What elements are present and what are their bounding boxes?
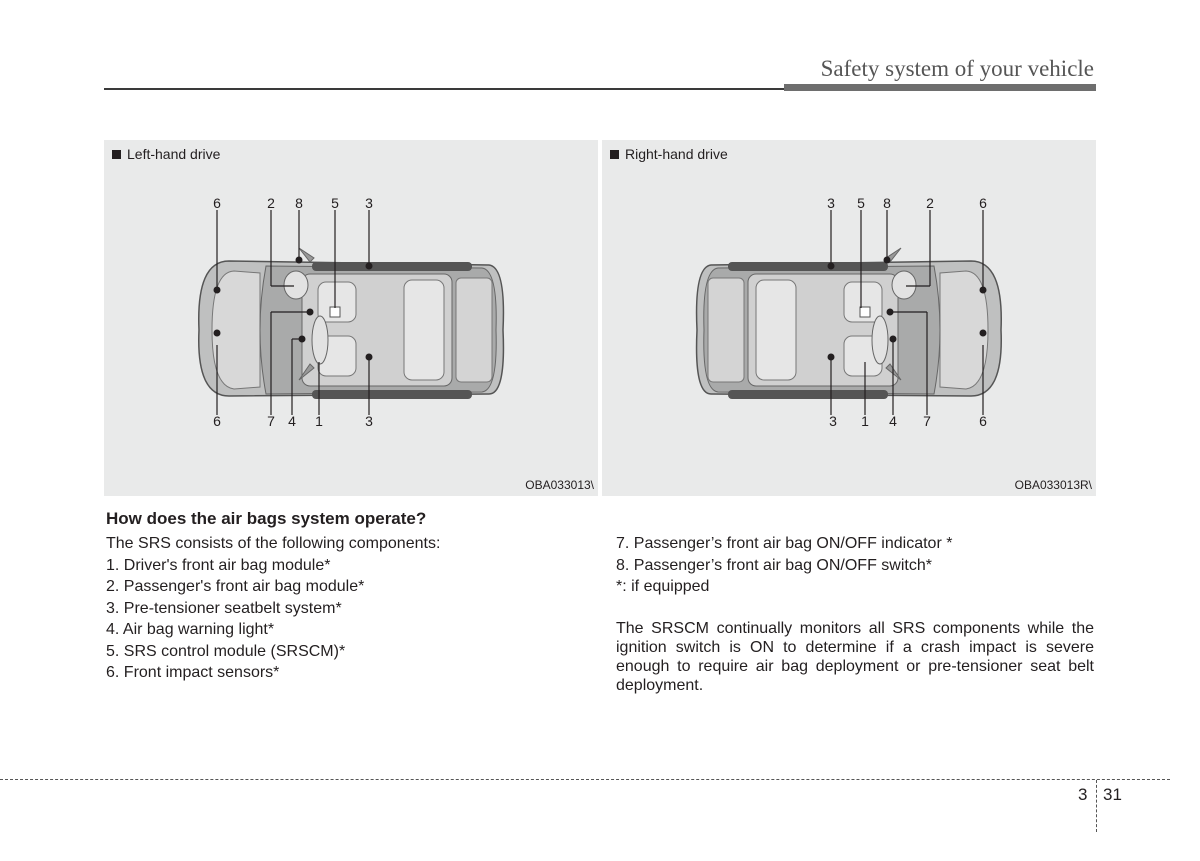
callout-label: 2 <box>926 195 934 211</box>
figure-code: OBA033013R\ <box>1014 478 1092 492</box>
callout-label: 4 <box>288 413 296 429</box>
footer-rule <box>0 779 1170 780</box>
callout-label: 6 <box>213 413 221 429</box>
list-item: 1. Driver's front air bag module* <box>106 556 331 574</box>
callout-label: 5 <box>857 195 865 211</box>
page-number: 31 <box>1103 785 1122 804</box>
section-heading: How does the air bags system operate? <box>106 509 427 528</box>
list-item: 5. SRS control module (SRSCM)* <box>106 642 346 660</box>
callout-label: 4 <box>889 413 897 429</box>
callout-label: 2 <box>267 195 275 211</box>
car-diagram-right: 3 5 8 2 6 3 1 4 7 6 <box>695 195 1002 429</box>
callout-label: 7 <box>923 413 931 429</box>
list-item: 3. Pre-tensioner seatbelt system* <box>106 599 342 617</box>
callout-label: 3 <box>829 413 837 429</box>
footer-divider <box>1096 780 1097 832</box>
square-bullet-icon <box>610 150 619 159</box>
callout-label: 3 <box>365 195 373 211</box>
callout-label: 7 <box>267 413 275 429</box>
callout-label: 8 <box>883 195 891 211</box>
square-bullet-icon <box>112 150 121 159</box>
list-item: 6. Front impact sensors* <box>106 664 280 681</box>
list-item: 2. Passenger's front air bag module* <box>106 578 365 595</box>
body-paragraph: The SRSCM continually monitors all SRS c… <box>616 619 1094 694</box>
list-item: 4. Air bag warning light* <box>106 621 275 638</box>
header-rule <box>104 88 1096 90</box>
car-body <box>198 247 505 399</box>
footnote: *: if equipped <box>616 578 710 595</box>
car-diagram-left: 6 2 8 5 3 6 7 4 1 3 <box>198 195 505 429</box>
figure-code: OBA033013\ <box>525 478 594 492</box>
intro-text: The SRS consists of the following compon… <box>106 535 441 552</box>
callout-label: 3 <box>827 195 835 211</box>
figure-right-hand-drive: Right-hand drive <box>602 140 1096 496</box>
callout-label: 1 <box>315 413 323 429</box>
chapter-number: 3 <box>1078 785 1088 804</box>
header-rule-accent <box>784 84 1096 91</box>
figure-caption: Left-hand drive <box>112 146 220 162</box>
component-markers <box>827 256 987 361</box>
callout-label: 3 <box>365 413 373 429</box>
figure-left-hand-drive: Left-hand drive <box>104 140 598 496</box>
component-markers <box>213 256 373 361</box>
figure-caption: Right-hand drive <box>610 146 728 162</box>
leader-lines <box>830 210 984 415</box>
car-body <box>695 247 1002 399</box>
callout-label: 6 <box>979 195 987 211</box>
callout-label: 8 <box>295 195 303 211</box>
callout-label: 6 <box>213 195 221 211</box>
callout-label: 5 <box>331 195 339 211</box>
list-item: 8. Passenger’s front air bag ON/OFF swit… <box>616 556 932 574</box>
leader-lines <box>216 210 370 415</box>
components-list-left: The SRS consists of the following compon… <box>106 533 576 684</box>
callout-label: 6 <box>979 413 987 429</box>
list-item: 7. Passenger’s front air bag ON/OFF indi… <box>616 535 953 552</box>
components-list-right: 7. Passenger’s front air bag ON/OFF indi… <box>616 533 1094 695</box>
callout-label: 1 <box>861 413 869 429</box>
running-header: Safety system of your vehicle <box>820 56 1094 81</box>
